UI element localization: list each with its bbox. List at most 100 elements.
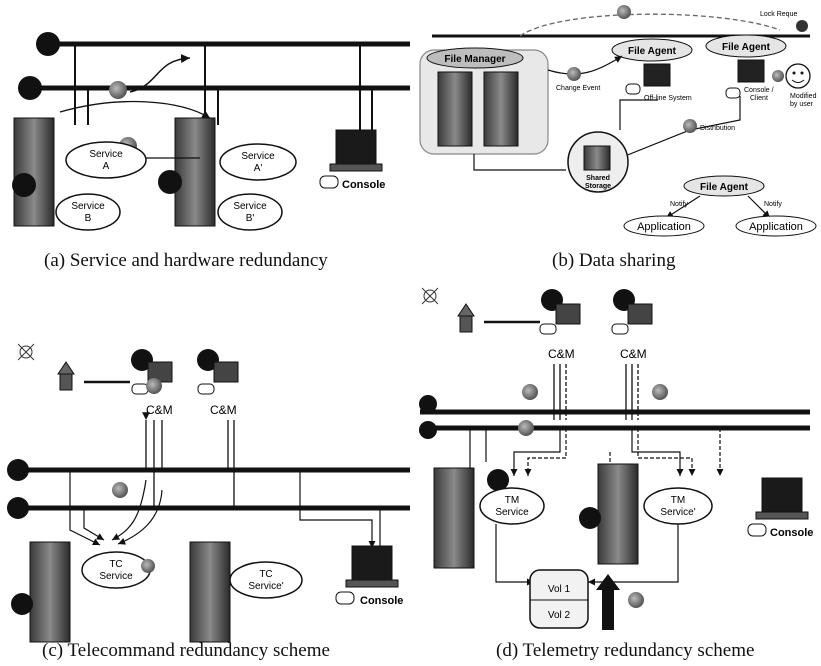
application-label: Application	[749, 221, 803, 233]
file-agent-label: File Agent	[722, 42, 771, 53]
server-icon	[175, 118, 215, 226]
tc-service-node	[82, 552, 150, 588]
database-icon	[132, 384, 148, 394]
notify-label: Notify	[764, 201, 782, 208]
notify-label: Notify	[670, 201, 688, 208]
tc-service2-node	[230, 562, 302, 598]
marker-dot	[628, 592, 644, 608]
svg-text:Client: Client	[750, 95, 768, 102]
offline-system-label: Off-line System	[644, 95, 692, 102]
server-icon	[190, 542, 230, 642]
change-event-label: Change Event	[556, 85, 600, 92]
database-icon	[626, 84, 640, 94]
tm-service-node	[480, 488, 544, 524]
application-label: Application	[637, 221, 691, 233]
panel-d: C&M C&M TM Service	[419, 288, 813, 630]
monitor-icon	[556, 304, 580, 324]
service-b2-label: Service	[233, 201, 267, 212]
marker-dot	[796, 20, 808, 32]
shared-storage-label: Shared	[586, 175, 610, 182]
service-a2-label: Service	[241, 151, 275, 162]
marker-dot	[141, 559, 155, 573]
monitor-icon	[352, 546, 392, 580]
console-label: Console	[770, 527, 813, 539]
cm-label: C&M	[210, 403, 237, 417]
marker-dot	[617, 5, 631, 19]
user-icon	[786, 64, 810, 88]
database-icon	[726, 88, 740, 98]
svg-text:Service: Service	[99, 571, 133, 582]
marker-dot	[772, 70, 784, 82]
caption-a: (a) Service and hardware redundancy	[44, 250, 328, 272]
svg-text:Service': Service'	[248, 581, 283, 592]
svg-text:A: A	[103, 161, 110, 172]
console-label: Console	[342, 179, 385, 191]
svg-text:by user: by user	[790, 101, 814, 108]
network-node-icon	[579, 507, 601, 529]
monitor-icon	[738, 60, 764, 82]
network-node-icon	[36, 32, 60, 56]
file-agent-label: File Agent	[700, 182, 749, 193]
panel-a: Service A Service B Service A' Service B…	[12, 32, 410, 230]
monitor-icon	[762, 478, 802, 512]
network-node-icon	[12, 173, 36, 197]
caption-d: (d) Telemetry redundancy scheme	[496, 640, 754, 662]
console-label: Console	[360, 595, 403, 607]
service-a-node	[66, 142, 146, 178]
storage-icon	[584, 146, 610, 170]
marker-dot	[109, 81, 127, 99]
vol2-label: Vol 2	[548, 610, 571, 621]
cm-label: C&M	[620, 347, 647, 361]
marker-dot	[522, 384, 538, 400]
tc-service2-label: TC	[259, 569, 272, 580]
marker-dot	[652, 384, 668, 400]
tm-service2-label: TM	[671, 495, 685, 506]
monitor-icon	[644, 64, 670, 86]
server-icon	[30, 542, 70, 642]
caption-b: (b) Data sharing	[552, 250, 675, 272]
server-icon	[14, 118, 54, 226]
server-icon	[484, 72, 518, 146]
distribution-label: Distribution	[700, 125, 735, 132]
network-node-icon	[158, 170, 182, 194]
cm-label: C&M	[146, 403, 173, 417]
svg-text:Service: Service	[495, 507, 529, 518]
svg-text:Storage: Storage	[585, 183, 611, 190]
monitor-icon	[628, 304, 652, 324]
marker-dot	[146, 378, 162, 394]
svg-text:B: B	[85, 213, 92, 224]
marker-dot	[112, 482, 128, 498]
network-node-icon	[7, 497, 29, 519]
svg-text:Service': Service'	[660, 507, 695, 518]
svg-text:A': A'	[254, 163, 263, 174]
network-node-icon	[7, 459, 29, 481]
marker-dot	[567, 67, 581, 81]
database-icon	[748, 524, 766, 536]
database-icon	[198, 384, 214, 394]
service-b-node	[56, 194, 120, 230]
modified-by-user-label: Modified	[790, 93, 817, 100]
database-icon	[336, 592, 354, 604]
marker-dot	[683, 119, 697, 133]
network-node-icon	[11, 593, 33, 615]
network-node-icon	[18, 76, 42, 100]
tm-service2-node	[644, 488, 712, 524]
monitor-icon	[336, 130, 376, 164]
tm-service-label: TM	[505, 495, 519, 506]
monitor-icon	[214, 362, 238, 382]
cm-label: C&M	[548, 347, 575, 361]
database-icon	[612, 324, 628, 334]
server-icon	[598, 464, 638, 564]
file-agent-label: File Agent	[628, 46, 677, 57]
caption-c: (c) Telecommand redundancy scheme	[42, 640, 330, 662]
tc-service-label: TC	[109, 559, 122, 570]
vol1-label: Vol 1	[548, 584, 571, 595]
panel-b: Lock Reque File Manager File Agent File …	[420, 5, 817, 236]
panel-c: C&M C&M TC Service TC Service'	[7, 344, 410, 642]
network-node-icon	[419, 421, 437, 439]
svg-text:B': B'	[246, 213, 255, 224]
network-node-icon	[419, 395, 437, 413]
marker-dot	[518, 420, 534, 436]
file-manager-label: File Manager	[444, 54, 505, 65]
